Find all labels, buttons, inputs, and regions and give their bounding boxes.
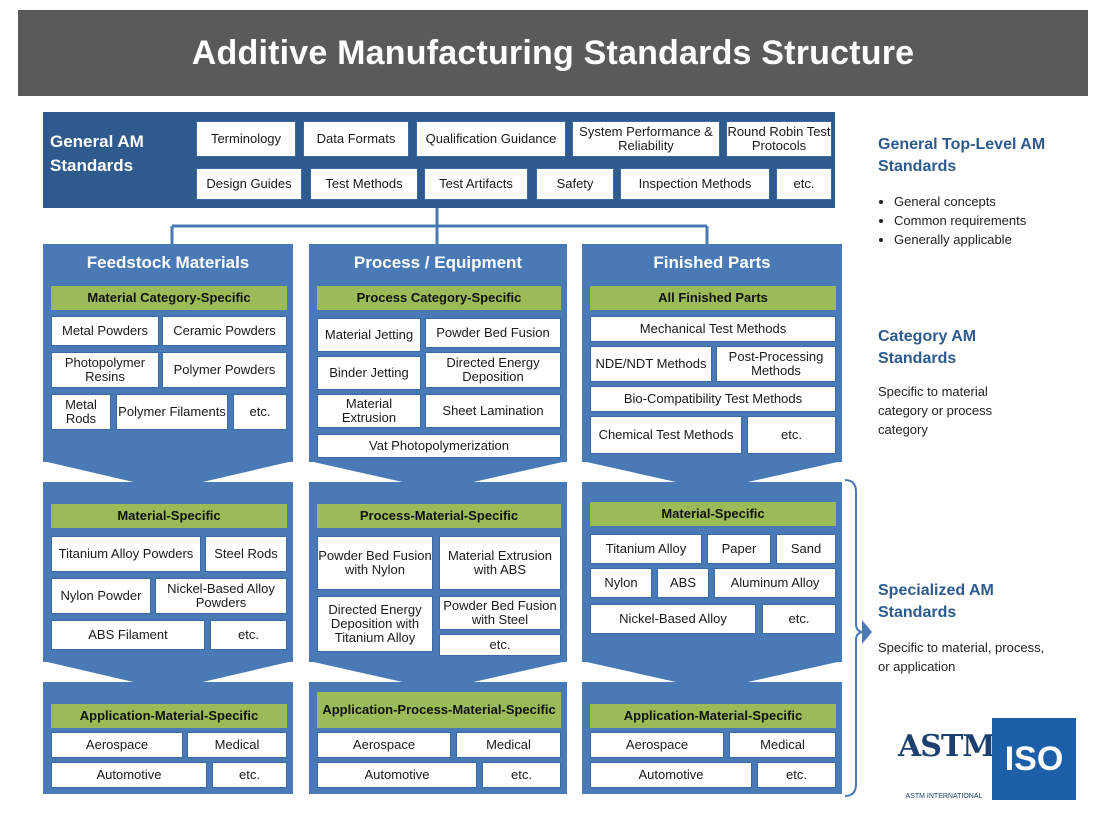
sidebar-top-bullets: General concepts Common requirements Gen… <box>878 192 1088 249</box>
finished-application-item: etc. <box>757 762 836 788</box>
feedstock-application-item: etc. <box>212 762 287 788</box>
finished-application-item: Aerospace <box>590 732 724 758</box>
finished-category-item: Post-Processing Methods <box>716 346 836 382</box>
feedstock-application-item: Aerospace <box>51 732 183 758</box>
general-item: Terminology <box>196 121 296 157</box>
finished-specialized-item: Sand <box>776 534 836 564</box>
feedstock-category-item: Metal Powders <box>51 316 159 346</box>
process-application-item: etc. <box>482 762 561 788</box>
process-specialized-item: Directed Energy Deposition with Titanium… <box>317 596 433 652</box>
feedstock-category-item: Ceramic Powders <box>162 316 287 346</box>
general-item: Safety <box>536 168 614 200</box>
finished-category-item: etc. <box>747 416 836 454</box>
process-specialized-item: Powder Bed Fusion with Steel <box>439 596 561 630</box>
general-item: Design Guides <box>196 168 302 200</box>
feedstock-application-item: Automotive <box>51 762 207 788</box>
process-application-item: Automotive <box>317 762 477 788</box>
process-category-item: Binder Jetting <box>317 356 421 390</box>
finished-category-item: Chemical Test Methods <box>590 416 742 454</box>
process-application-item: Medical <box>456 732 561 758</box>
feedstock-header: Feedstock Materials <box>86 253 250 272</box>
process-application-title: Application-Process-Material-Specific <box>317 692 561 728</box>
finished-application-item: Automotive <box>590 762 752 788</box>
general-item: Round Robin Test Protocols <box>726 121 832 157</box>
feedstock-category-item: Polymer Filaments <box>116 394 228 430</box>
astm-logo-mark: ASTM <box>898 729 995 764</box>
astm-logo-subtitle: ASTM INTERNATIONAL <box>905 793 983 800</box>
feedstock-category-item: Metal Rods <box>51 394 111 430</box>
general-item: Test Artifacts <box>424 168 528 200</box>
general-item: System Performance & Reliability <box>572 121 720 157</box>
general-item: Qualification Guidance <box>416 121 566 157</box>
feedstock-specialized-item: Nylon Powder <box>51 578 151 614</box>
feedstock-specialized-title: Material-Specific <box>51 504 287 528</box>
finished-specialized-item: etc. <box>762 604 836 634</box>
feedstock-application-title: Application-Material-Specific <box>51 704 287 728</box>
sidebar-top-title: General Top-Level AM Standards <box>878 136 1046 175</box>
process-specialized-item: Material Extrusion with ABS <box>439 536 561 590</box>
finished-category-item: Bio-Compatibility Test Methods <box>590 386 836 412</box>
feedstock-category-item: Photopolymer Resins <box>51 352 159 388</box>
feedstock-application-item: Medical <box>187 732 287 758</box>
general-standards-label: General AM Standards <box>50 132 144 175</box>
iso-logo-text: ISO <box>1004 739 1064 778</box>
finished-category-item: NDE/NDT Methods <box>590 346 712 382</box>
astm-logo: ASTM ASTM INTERNATIONAL <box>898 716 995 804</box>
general-item: Data Formats <box>303 121 409 157</box>
sidebar-category-desc: Specific to material category or process… <box>878 384 993 437</box>
process-category-item: Directed Energy Deposition <box>425 352 561 388</box>
sidebar-bullet: General concepts <box>894 192 1088 211</box>
finished-specialized-item: Paper <box>707 534 771 564</box>
process-specialized-item: etc. <box>439 634 561 656</box>
sidebar-bullet: Generally applicable <box>894 230 1088 249</box>
feedstock-specialized-item: Steel Rods <box>205 536 287 572</box>
process-application-item: Aerospace <box>317 732 451 758</box>
feedstock-specialized-item: etc. <box>210 620 287 650</box>
finished-application-item: Medical <box>729 732 836 758</box>
general-item: Inspection Methods <box>620 168 770 200</box>
finished-specialized-item: ABS <box>657 568 709 598</box>
sidebar-category-title: Category AM Standards <box>878 328 977 367</box>
process-category-item: Sheet Lamination <box>425 394 561 428</box>
page-title: Additive Manufacturing Standards Structu… <box>191 33 915 72</box>
finished-application-title: Application-Material-Specific <box>590 704 836 728</box>
feedstock-specialized-item: Titanium Alloy Powders <box>51 536 201 572</box>
process-category-item: Material Extrusion <box>317 394 421 428</box>
feedstock-specialized-item: Nickel-Based Alloy Powders <box>155 578 287 614</box>
sidebar-bullet: Common requirements <box>894 211 1088 230</box>
general-item: etc. <box>776 168 832 200</box>
sidebar-specialized-title: Specialized AM Standards <box>878 582 994 621</box>
feedstock-specialized-item: ABS Filament <box>51 620 205 650</box>
finished-specialized-item: Titanium Alloy <box>590 534 702 564</box>
process-specialized-item: Powder Bed Fusion with Nylon <box>317 536 433 590</box>
sidebar-specialized-desc: Specific to material, process, or applic… <box>878 640 1045 674</box>
process-category-item: Material Jetting <box>317 318 421 352</box>
finished-specialized-title: Material-Specific <box>590 502 836 526</box>
process-category-title: Process Category-Specific <box>317 286 561 310</box>
title-bar: Additive Manufacturing Standards Structu… <box>18 10 1088 96</box>
general-item: Test Methods <box>310 168 418 200</box>
process-category-item: Vat Photopolymerization <box>317 434 561 458</box>
finished-specialized-item: Nylon <box>590 568 652 598</box>
feedstock-category-title: Material Category-Specific <box>51 286 287 310</box>
iso-logo: ISO <box>992 718 1076 800</box>
finished-category-item: Mechanical Test Methods <box>590 316 836 342</box>
feedstock-category-item: Polymer Powders <box>162 352 287 388</box>
finished-specialized-item: Aluminum Alloy <box>714 568 836 598</box>
process-category-item: Powder Bed Fusion <box>425 318 561 348</box>
process-header: Process / Equipment <box>353 253 523 272</box>
process-specialized-title: Process-Material-Specific <box>317 504 561 528</box>
finished-category-title: All Finished Parts <box>590 286 836 310</box>
finished-specialized-item: Nickel-Based Alloy <box>590 604 756 634</box>
feedstock-category-item: etc. <box>233 394 287 430</box>
finished-header: Finished Parts <box>653 253 771 272</box>
